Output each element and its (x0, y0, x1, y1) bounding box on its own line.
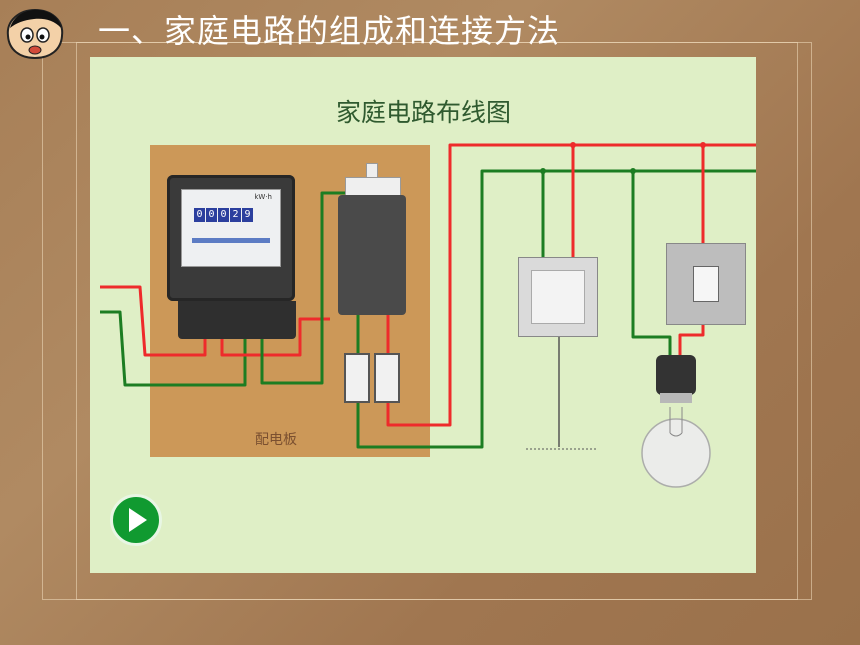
fuse-right (374, 353, 400, 403)
cartoon-avatar-icon (6, 8, 64, 60)
diagram-title: 家庭电路布线图 (336, 98, 512, 127)
play-button[interactable] (110, 494, 162, 546)
wiring-diagram-panel: 家庭电路布线图 配电板 (90, 57, 756, 573)
meter-digit: 0 (194, 208, 205, 222)
meter-reading: 0 0 0 2 9 (194, 208, 253, 222)
power-socket (518, 257, 598, 337)
electric-meter: kW·h 0 0 0 2 9 (167, 175, 295, 301)
meter-unit: kW·h (254, 193, 272, 201)
meter-disk (192, 238, 270, 243)
socket-face (531, 270, 585, 324)
live-wire-input (100, 285, 207, 357)
lamp-neutral-branch (631, 171, 672, 357)
live-wire-meter-to-fuse (220, 317, 330, 357)
slide-frame-inner (76, 42, 798, 600)
light-bulb-icon (641, 355, 711, 488)
switch-rocker (693, 266, 719, 302)
meter-digit: 2 (230, 208, 241, 222)
board-label: 配电板 (255, 432, 297, 448)
neutral-wire-input (100, 310, 247, 387)
knife-switch (338, 195, 406, 315)
fuse-left (344, 353, 370, 403)
light-switch (666, 243, 746, 325)
slide-title: 一、家庭电路的组成和连接方法 (98, 12, 561, 50)
meter-face: kW·h 0 0 0 2 9 (181, 189, 281, 267)
meter-terminal-box (178, 301, 296, 339)
meter-digit: 0 (206, 208, 217, 222)
meter-digit: 0 (218, 208, 229, 222)
wiring-lines (100, 142, 756, 488)
switch-to-lamp (678, 323, 705, 357)
neutral-wire-meter-to-fuse (260, 191, 345, 385)
meter-digit: 9 (242, 208, 253, 222)
